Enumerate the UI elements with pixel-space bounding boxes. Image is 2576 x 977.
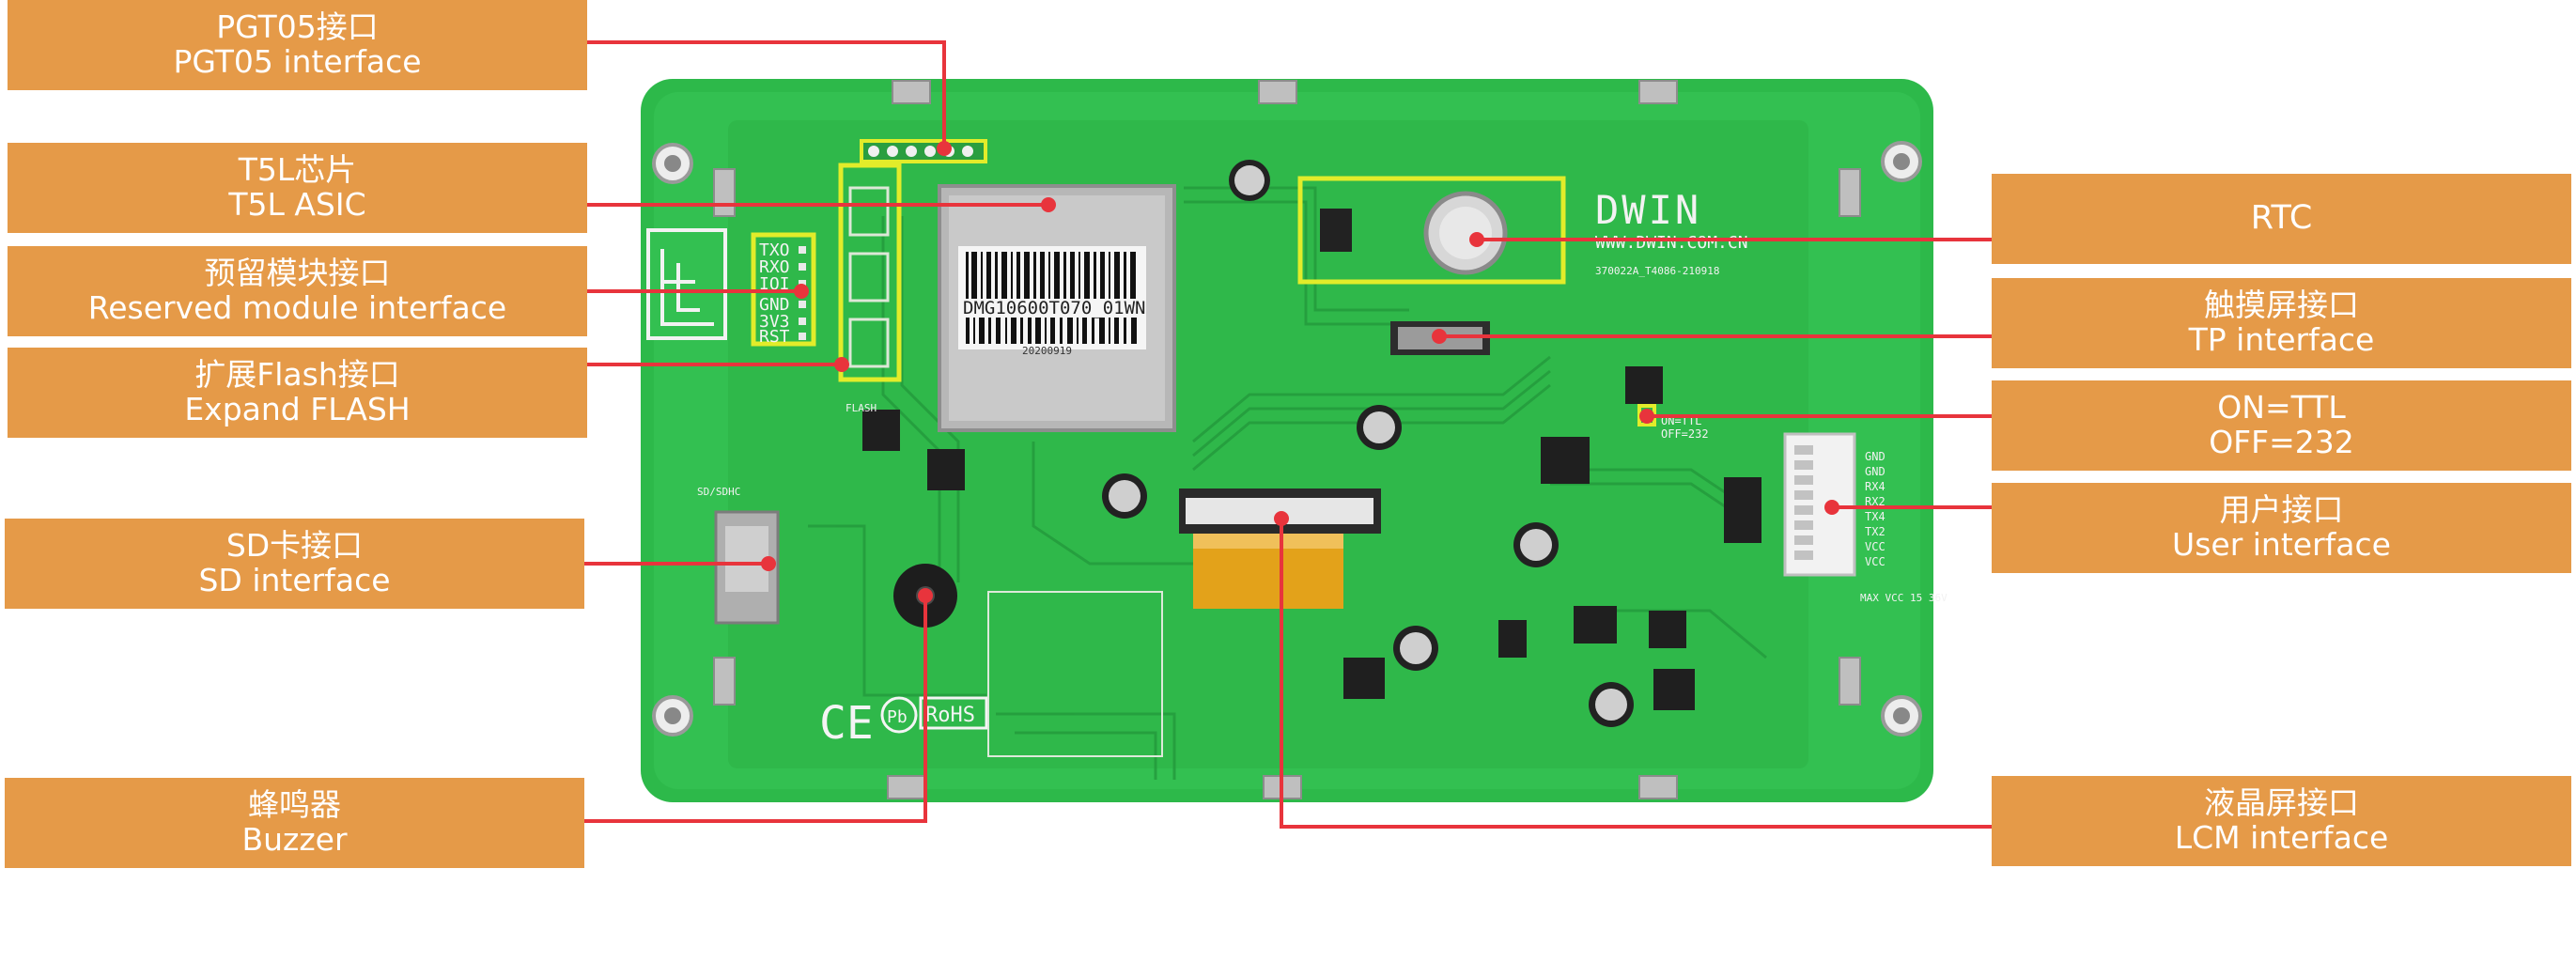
pin-label: GND: [759, 295, 790, 315]
label-rtc: RTC: [1992, 174, 2571, 264]
label-ttl: ON=TTL OFF=232: [1992, 380, 2571, 471]
pin-label: IOI: [759, 274, 790, 294]
label-user: 用户接口 User interface: [1992, 483, 2571, 573]
label-tp: 触摸屏接口 TP interface: [1992, 278, 2571, 368]
label-pgt05-zh: PGT05接口: [216, 8, 379, 46]
label-flash: 扩展Flash接口 Expand FLASH: [8, 348, 587, 438]
ttl-note-2: OFF=232: [1661, 427, 1709, 441]
label-flash-en: Expand FLASH: [184, 391, 411, 427]
label-reserved: 预留模块接口 Reserved module interface: [8, 246, 587, 336]
label-ttl-line1: ON=TTL: [2217, 389, 2346, 426]
chip-marking-text: DMG10600T070_01WN: [963, 298, 1145, 318]
pin-label: TXO: [759, 240, 790, 260]
label-rtc-en: RTC: [2250, 199, 2313, 238]
label-tp-zh: 触摸屏接口: [2204, 287, 2359, 324]
label-buzzer-zh: 蜂鸣器: [248, 786, 341, 824]
rohs-mark: RoHS: [925, 704, 975, 727]
leader-lcm: [1280, 519, 1992, 829]
brand-text: DWIN: [1595, 187, 1701, 233]
part-code-text: 370022A_T4086-210918: [1595, 265, 1719, 277]
label-lcm-zh: 液晶屏接口: [2204, 784, 2359, 822]
label-lcm-en: LCM interface: [2174, 819, 2389, 856]
leader-buzzer: [584, 596, 927, 823]
user-pin: TX2: [1865, 525, 1885, 538]
chip-sub-text: 20200919: [1022, 345, 1072, 357]
user-pin: TX4: [1865, 510, 1885, 523]
rtc-box: [1297, 176, 1566, 285]
label-reserved-en: Reserved module interface: [87, 289, 507, 326]
user-pin: RX2: [1865, 495, 1885, 508]
label-pgt05-en: PGT05 interface: [173, 43, 422, 80]
label-sd-en: SD interface: [198, 562, 391, 598]
user-pin: RX4: [1865, 480, 1885, 493]
pb-mark: Pb: [887, 707, 908, 727]
vcc-note: MAX VCC 15 36V: [1860, 592, 1948, 604]
sd-arrow-text: SD/SDHC: [697, 486, 740, 498]
pin-label: 3V3: [759, 312, 790, 332]
pin-label: RST: [759, 327, 790, 347]
label-tp-en: TP interface: [2188, 321, 2375, 358]
ce-mark: CE: [819, 697, 874, 750]
label-sd-zh: SD卡接口: [225, 527, 364, 565]
label-t5l: T5L芯片 T5L ASIC: [8, 143, 587, 233]
pin-label: RXO: [759, 257, 790, 277]
label-flash-zh: 扩展Flash接口: [194, 356, 400, 394]
user-pin: VCC: [1865, 540, 1885, 553]
user-pin: VCC: [1865, 555, 1885, 568]
leader-pgt05: [584, 40, 946, 148]
flash-tag: FLASH: [846, 402, 877, 414]
label-lcm: 液晶屏接口 LCM interface: [1992, 776, 2571, 866]
user-pin: GND: [1865, 465, 1885, 478]
flash-connector-box: [838, 163, 902, 382]
label-buzzer: 蜂鸣器 Buzzer: [5, 778, 584, 868]
label-pgt05: PGT05接口 PGT05 interface: [8, 0, 587, 90]
label-reserved-zh: 预留模块接口: [204, 255, 391, 292]
label-ttl-line2: OFF=232: [2209, 424, 2354, 460]
label-t5l-en: T5L ASIC: [228, 186, 366, 223]
label-sd: SD卡接口 SD interface: [5, 519, 584, 609]
label-user-zh: 用户接口: [2219, 491, 2344, 529]
label-t5l-zh: T5L芯片: [238, 151, 357, 189]
label-buzzer-en: Buzzer: [241, 821, 348, 858]
label-user-en: User interface: [2172, 526, 2391, 563]
user-pin: GND: [1865, 450, 1885, 463]
